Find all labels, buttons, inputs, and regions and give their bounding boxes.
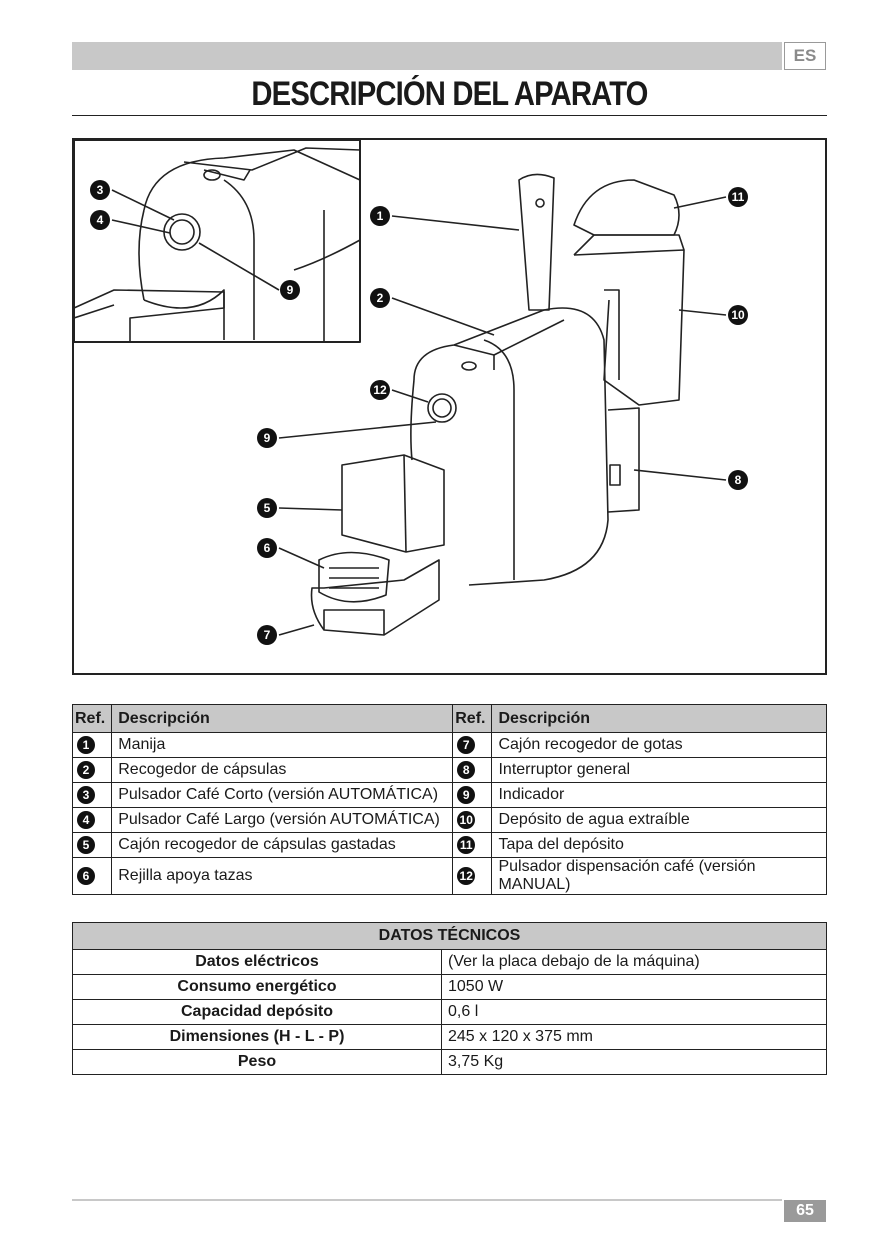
language-badge: ES	[784, 42, 826, 70]
col-desc-left: Descripción	[111, 704, 454, 733]
ref-number: 12	[457, 866, 476, 885]
ref-number: 9	[457, 785, 476, 804]
callout-8	[728, 470, 748, 490]
ref-number: 1	[77, 735, 95, 754]
page-number: 65	[784, 1200, 826, 1222]
part-description: Rejilla apoya tazas	[111, 857, 454, 895]
part-description: Interruptor general	[491, 757, 827, 783]
table-row: Consumo energético 1050 W	[72, 974, 827, 1000]
callout-9-label: 9	[264, 431, 271, 445]
part-description: Pulsador dispensación café (versión MANU…	[491, 857, 827, 895]
spec-label: Datos eléctricos	[72, 949, 442, 975]
spec-value: 1050 W	[441, 974, 827, 1000]
spec-label: Dimensiones (H - L - P)	[72, 1024, 442, 1050]
ref-number: 3	[77, 785, 95, 804]
spec-label: Peso	[72, 1049, 442, 1075]
callout-10-label: 10	[731, 308, 745, 322]
ref-number: 2	[77, 760, 95, 779]
callout-1-label: 1	[377, 209, 384, 223]
callout-2-label: 2	[377, 291, 384, 305]
callout-9-inset-label: 9	[287, 283, 294, 297]
callout-7-label: 7	[264, 628, 271, 642]
appliance-illustration: 1 2 3 4 5 6 7 8 9 9 10 11 12	[72, 138, 827, 675]
table-row: 5 Cajón recogedor de cápsulas gastadas 1…	[71, 832, 827, 858]
ref-number: 5	[77, 835, 95, 854]
col-ref-right: Ref.	[452, 704, 493, 733]
technical-data-table: DATOS TÉCNICOS Datos eléctricos (Ver la …	[72, 922, 827, 1075]
callout-9-inset	[280, 280, 300, 300]
ref-number: 4	[77, 810, 95, 829]
spec-value: 3,75 Kg	[441, 1049, 827, 1075]
ref-number: 11	[457, 835, 476, 854]
callout-6	[257, 538, 277, 558]
part-description: Cajón recogedor de cápsulas gastadas	[111, 832, 454, 858]
parts-table-header: Ref. Descripción Ref. Descripción	[71, 704, 827, 733]
callout-4-label: 4	[97, 213, 104, 227]
col-desc-right: Descripción	[491, 704, 827, 733]
callout-11	[728, 187, 748, 207]
part-description: Pulsador Café Corto (versión AUTOMÁTICA)	[111, 782, 454, 808]
callout-2	[370, 288, 390, 308]
title-divider	[72, 115, 827, 116]
callout-8-label: 8	[735, 473, 742, 487]
table-row: Dimensiones (H - L - P) 245 x 120 x 375 …	[72, 1024, 827, 1050]
spec-label: Consumo energético	[72, 974, 442, 1000]
ref-number: 10	[457, 810, 476, 829]
col-ref-left: Ref.	[71, 704, 113, 733]
spec-label: Capacidad depósito	[72, 999, 442, 1025]
table-row: 1 Manija 7 Cajón recogedor de gotas	[71, 732, 827, 758]
header-bar	[72, 42, 782, 70]
callout-3	[90, 180, 110, 200]
part-description: Tapa del depósito	[491, 832, 827, 858]
part-description: Recogedor de cápsulas	[111, 757, 454, 783]
ref-number: 6	[77, 866, 95, 885]
coffee-machine-drawing: 1 2 3 4 5 6 7 8 9 9 10 11 12	[74, 140, 748, 645]
table-row: 2 Recogedor de cápsulas 8 Interruptor ge…	[71, 757, 827, 783]
callout-9	[257, 428, 277, 448]
parts-table: Ref. Descripción Ref. Descripción 1 Mani…	[71, 704, 827, 895]
technical-data-title: DATOS TÉCNICOS	[72, 922, 827, 950]
technical-data-header: DATOS TÉCNICOS	[72, 922, 827, 950]
spec-value: 245 x 120 x 375 mm	[441, 1024, 827, 1050]
callout-10	[728, 305, 748, 325]
callout-11-label: 11	[732, 190, 745, 204]
part-description: Cajón recogedor de gotas	[491, 732, 827, 758]
callout-3-label: 3	[97, 183, 104, 197]
table-row: Capacidad depósito 0,6 l	[72, 999, 827, 1025]
callout-5-label: 5	[264, 501, 271, 515]
part-description: Manija	[111, 732, 454, 758]
ref-number: 8	[457, 760, 476, 779]
part-description: Indicador	[491, 782, 827, 808]
callout-5	[257, 498, 277, 518]
table-row: Datos eléctricos (Ver la placa debajo de…	[72, 949, 827, 975]
page-title: DESCRIPCIÓN DEL APARATO	[251, 75, 648, 113]
callout-12	[370, 380, 390, 400]
callout-4	[90, 210, 110, 230]
spec-value: 0,6 l	[441, 999, 827, 1025]
callout-12-label: 12	[373, 383, 387, 397]
callout-1	[370, 206, 390, 226]
callout-6-label: 6	[264, 541, 271, 555]
table-row: Peso 3,75 Kg	[72, 1049, 827, 1075]
spec-value: (Ver la placa debajo de la máquina)	[441, 949, 827, 975]
table-row: 6 Rejilla apoya tazas 12 Pulsador dispen…	[71, 857, 827, 895]
part-description: Depósito de agua extraíble	[491, 807, 827, 833]
footer-divider	[72, 1199, 782, 1201]
ref-number: 7	[457, 735, 476, 754]
table-row: 3 Pulsador Café Corto (versión AUTOMÁTIC…	[71, 782, 827, 808]
callout-7	[257, 625, 277, 645]
table-row: 4 Pulsador Café Largo (versión AUTOMÁTIC…	[71, 807, 827, 833]
part-description: Pulsador Café Largo (versión AUTOMÁTICA)	[111, 807, 454, 833]
